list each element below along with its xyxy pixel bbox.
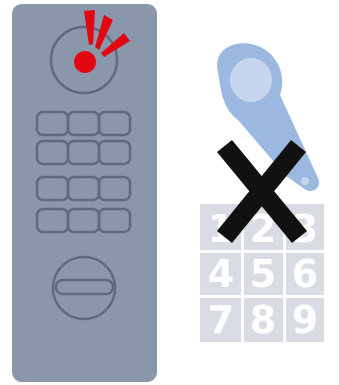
keypad-digit-7: 7 — [208, 298, 234, 342]
keypad-digit-5: 5 — [250, 252, 276, 296]
intercom-panel — [12, 4, 157, 382]
keypad-digit-6: 6 — [292, 252, 318, 296]
keypad-digit-8: 8 — [250, 298, 276, 342]
keypad-digit-4: 4 — [208, 252, 234, 296]
keypad-digit-9: 9 — [292, 298, 318, 342]
numeric-keypad: 1 2 3 4 5 6 7 8 9 — [200, 204, 324, 342]
